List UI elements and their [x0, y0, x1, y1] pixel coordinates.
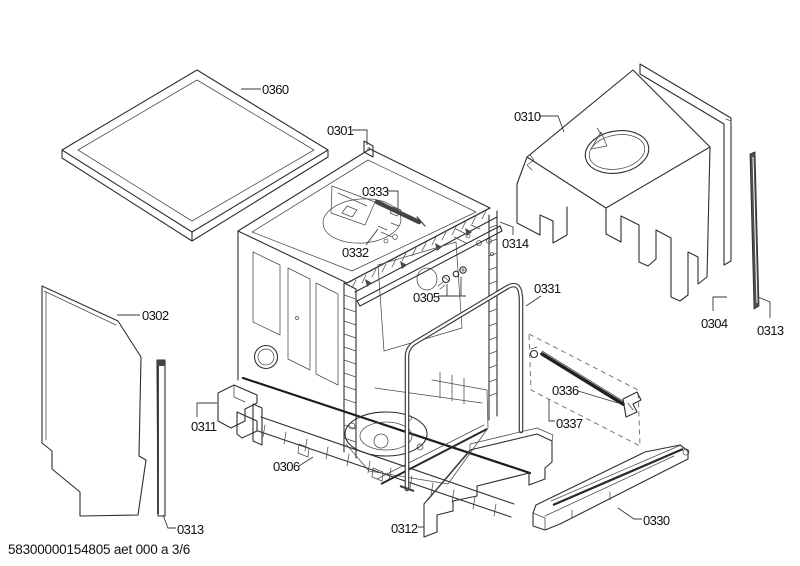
part-rod-kit-0336-0337 — [528, 333, 642, 447]
part-label-0301: 0301 — [327, 123, 354, 138]
part-label-0314: 0314 — [502, 236, 529, 251]
part-label-0313-left: 0313 — [177, 522, 204, 537]
bracket-0337 — [622, 391, 642, 418]
part-worktop-0360 — [61, 69, 329, 242]
leader-lines — [117, 88, 771, 529]
part-base-0306 — [241, 376, 532, 518]
part-label-0302: 0302 — [142, 308, 169, 323]
part-molding-0314 — [356, 225, 503, 307]
part-label-0331: 0331 — [534, 281, 561, 296]
part-label-0312: 0312 — [391, 521, 418, 536]
part-label-0313-right: 0313 — [757, 323, 784, 338]
part-spray-assembly-0333 — [322, 185, 482, 246]
part-label-0310: 0310 — [514, 109, 541, 124]
part-label-0305: 0305 — [413, 290, 440, 305]
part-label-0336: 0336 — [552, 383, 579, 398]
document-code: 58300000154805 aet 000 a 3/6 — [8, 542, 191, 557]
part-label-0306: 0306 — [273, 459, 300, 474]
part-label-0337: 0337 — [556, 416, 583, 431]
part-strip-0313-right — [749, 151, 760, 310]
part-rear-panel-0304 — [639, 63, 732, 266]
part-strip-0313-left — [156, 359, 166, 517]
part-label-0330: 0330 — [643, 513, 670, 528]
spray-circle-0332 — [322, 198, 402, 244]
part-insulation-jacket-0310 — [516, 69, 711, 302]
part-plinth-0311 — [217, 384, 258, 439]
dashed-kit-box — [528, 333, 641, 447]
part-door-seal-0331 — [399, 282, 524, 492]
part-channel-0330 — [532, 444, 690, 531]
part-cabinet-0301 — [237, 140, 498, 459]
part-side-panel-0302 — [41, 285, 147, 517]
part-label-0333: 0333 — [362, 184, 389, 199]
rod-0336 — [540, 352, 625, 406]
part-label-0304: 0304 — [701, 316, 728, 331]
part-screws-0305 — [437, 266, 467, 290]
part-label-0332: 0332 — [342, 245, 369, 260]
part-baffle-0312 — [423, 427, 554, 538]
part-label-0360: 0360 — [262, 82, 289, 97]
part-label-0311: 0311 — [191, 419, 217, 434]
